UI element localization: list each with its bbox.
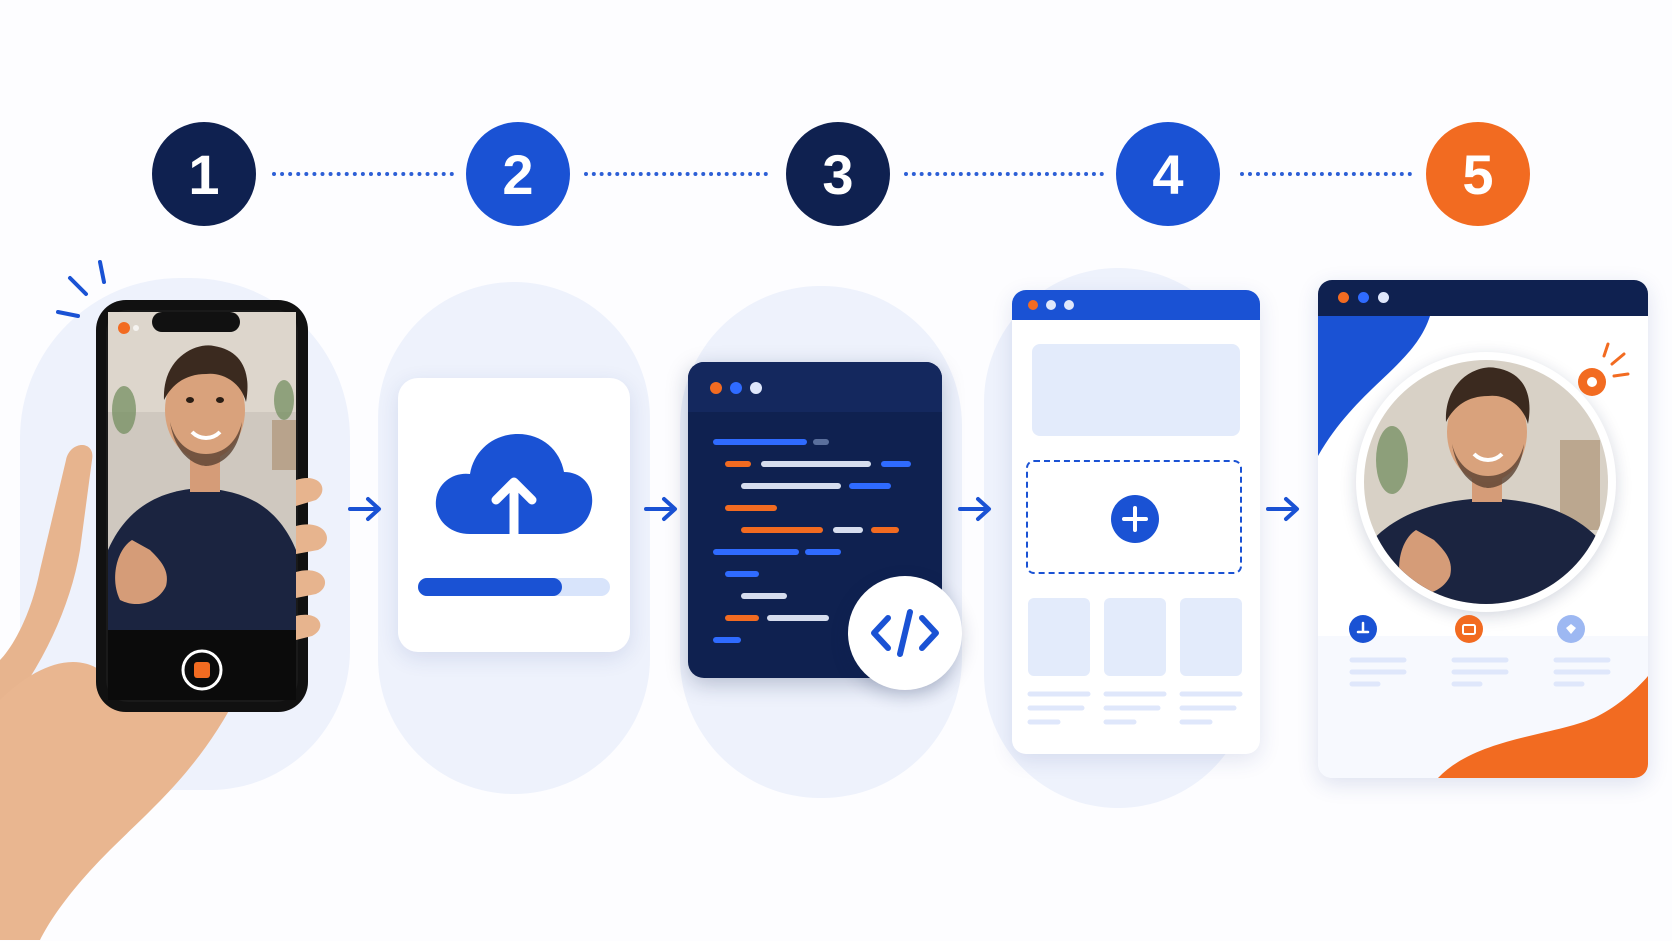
window-min-dot[interactable] [1046,300,1056,310]
code-badge [848,576,962,690]
window-max-dot[interactable] [1064,300,1074,310]
step-badge-3: 3 [786,122,890,226]
column-block [1028,598,1090,676]
feature-icon-blue [1349,615,1377,643]
plus-icon[interactable] [1110,494,1160,544]
step-badge-5: 5 [1426,122,1530,226]
step-connector [584,172,768,176]
hand-holding-phone [0,260,327,940]
cloud-upload-icon [435,434,593,539]
step-connector [272,172,454,176]
window-close-dot[interactable] [710,382,722,394]
profile-video-thumbnail [1364,360,1608,604]
arrow-right-icon [644,497,677,521]
website-titlebar [1318,280,1648,316]
record-button-icon[interactable] [180,648,224,692]
code-editor-window [688,362,942,678]
step-number: 4 [1152,142,1184,206]
step-number: 3 [822,142,854,206]
arrow-right-icon [958,497,991,521]
editor-titlebar [688,362,942,412]
feature-text-lines [1349,657,1611,687]
upload-progress-track [418,578,610,596]
window-max-dot[interactable] [750,382,762,394]
arrow-right-icon [1266,497,1299,521]
drop-zone[interactable] [1026,460,1242,574]
window-max-dot[interactable] [1378,292,1389,303]
website-window [1318,280,1648,778]
upload-card [398,378,630,652]
feature-icon-orange [1455,615,1483,643]
text-placeholder-lines [1027,691,1243,725]
upload-progress-fill [418,578,562,596]
feature-icon-light [1557,615,1585,643]
step-number: 5 [1462,142,1494,206]
live-indicator-icon [1578,342,1630,396]
column-block [1104,598,1166,676]
step-number: 2 [502,142,534,206]
step-number: 1 [188,142,220,206]
step-badge-4: 4 [1116,122,1220,226]
window-min-dot[interactable] [1358,292,1369,303]
column-block [1180,598,1242,676]
arrow-right-icon [348,497,381,521]
window-close-dot[interactable] [1338,292,1349,303]
step-badge-2: 2 [466,122,570,226]
step-connector [1240,172,1412,176]
window-close-dot[interactable] [1028,300,1038,310]
step-badge-1: 1 [152,122,256,226]
step-connector [904,172,1104,176]
code-lines [713,439,911,643]
builder-window [1012,290,1260,754]
code-brackets-icon [871,609,939,657]
hero-block [1032,344,1240,436]
window-min-dot[interactable] [730,382,742,394]
